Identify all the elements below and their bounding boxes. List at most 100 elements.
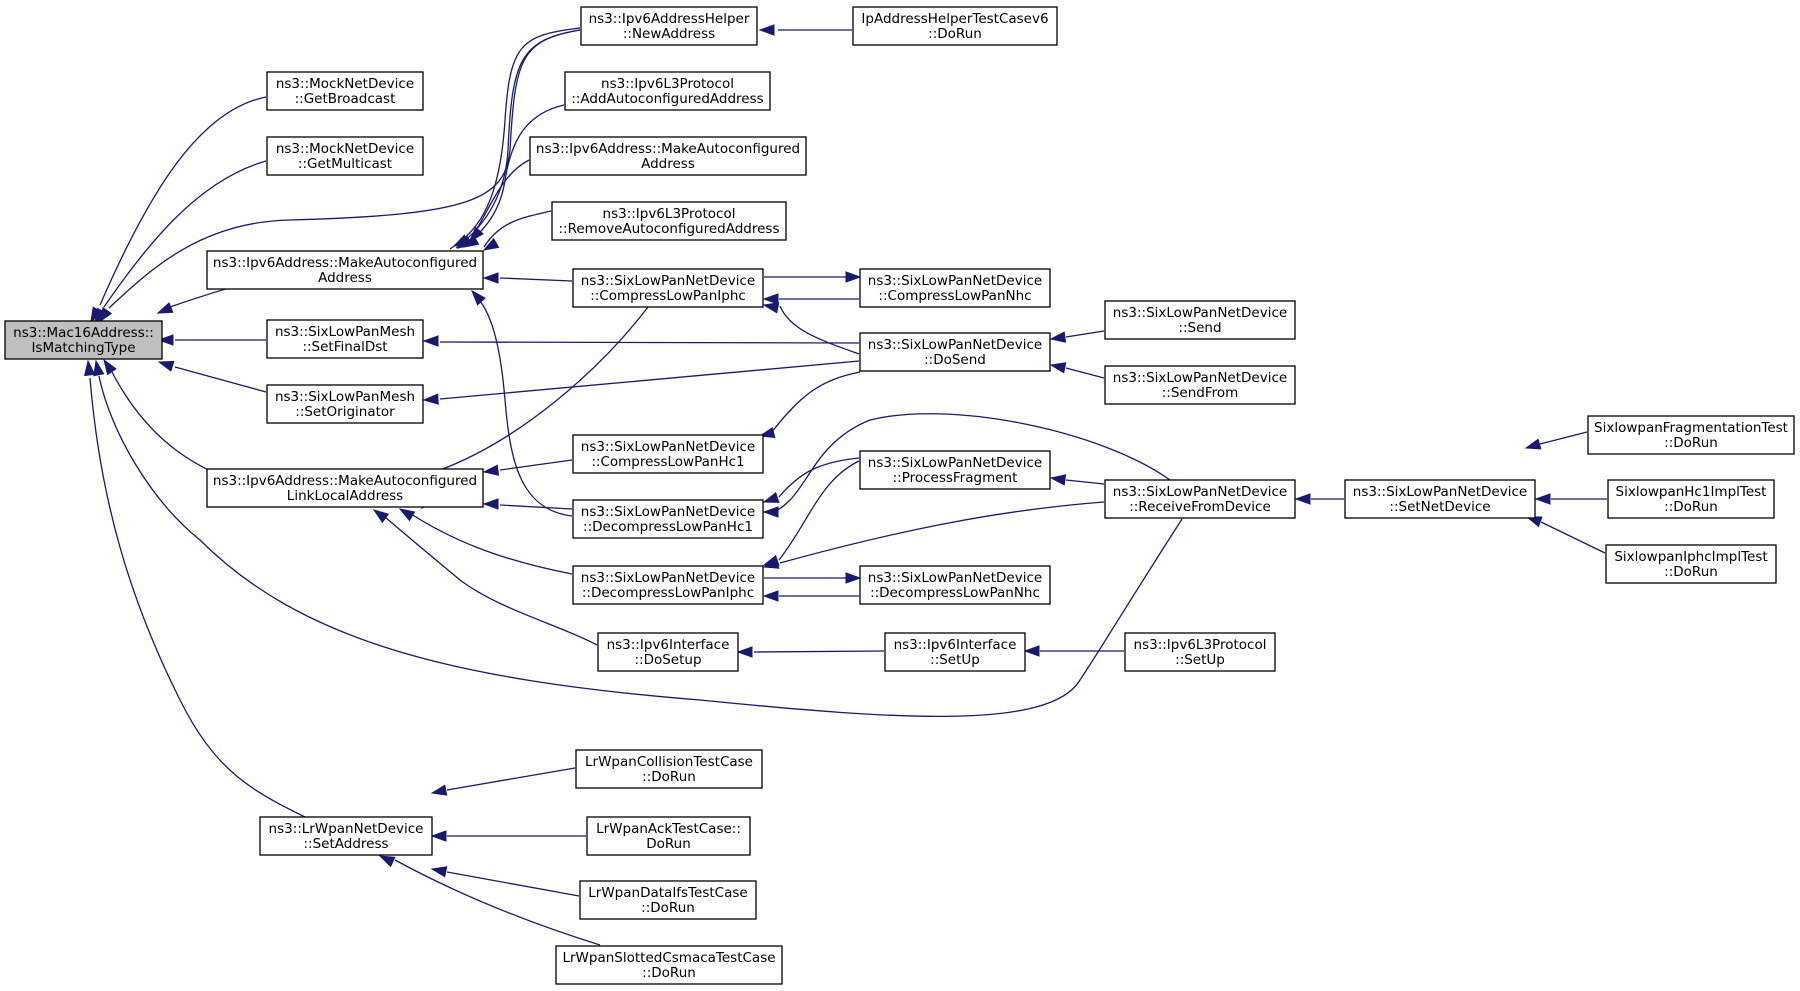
node-label: ns3::SixLowPanMesh bbox=[275, 324, 415, 340]
node-ifDoSetup[interactable]: ns3::Ipv6Interface::DoSetup bbox=[597, 632, 739, 672]
node-label: ::SetAddress bbox=[303, 836, 388, 852]
node-label: ::DecompressLowPanNhc bbox=[870, 585, 1040, 601]
node-makeAuto[interactable]: ns3::Ipv6Address::MakeAutoconfiguredAddr… bbox=[206, 250, 484, 290]
node-label: ns3::SixLowPanNetDevice bbox=[581, 504, 755, 520]
node-decNhc[interactable]: ns3::SixLowPanNetDevice::DecompressLowPa… bbox=[859, 565, 1051, 605]
edge-14 bbox=[482, 272, 573, 284]
edge-18 bbox=[762, 293, 859, 305]
edge-32 bbox=[762, 501, 1105, 569]
node-label: ::CompressLowPanNhc bbox=[878, 288, 1031, 304]
node-meshOrig[interactable]: ns3::SixLowPanMesh::SetOriginator bbox=[266, 384, 424, 424]
edge-12 bbox=[469, 159, 530, 243]
node-root[interactable]: ns3::Mac16Address::IsMatchingType bbox=[4, 320, 163, 360]
node-label: ::SetUp bbox=[930, 652, 980, 668]
node-label: LinkLocalAddress bbox=[287, 488, 403, 504]
node-meshFinal[interactable]: ns3::SixLowPanMesh::SetFinalDst bbox=[266, 319, 424, 359]
node-label: LrWpanSlottedCsmacaTestCase bbox=[562, 950, 775, 966]
node-label: Address bbox=[641, 156, 695, 172]
edge-27 bbox=[1534, 493, 1607, 505]
edge-5 bbox=[157, 360, 267, 393]
node-label: ::DoRun bbox=[641, 900, 695, 916]
node-compHc1[interactable]: ns3::SixLowPanNetDevice::CompressLowPanH… bbox=[572, 434, 764, 474]
node-helperNew[interactable]: ns3::Ipv6AddressHelper::NewAddress bbox=[580, 6, 758, 46]
edge-28 bbox=[1525, 516, 1606, 554]
node-hc1Test[interactable]: SixlowpanHc1ImplTest::DoRun bbox=[1607, 479, 1775, 519]
node-l3SetUp[interactable]: ns3::Ipv6L3Protocol::SetUp bbox=[1124, 632, 1276, 672]
edge-46 bbox=[378, 855, 601, 946]
node-label: ::DoRun bbox=[928, 26, 982, 42]
node-doSend[interactable]: ns3::SixLowPanNetDevice::DoSend bbox=[859, 332, 1051, 372]
edge-31 bbox=[762, 457, 860, 503]
node-lrColl[interactable]: LrWpanCollisionTestCase::DoRun bbox=[575, 749, 763, 789]
node-recvFrom[interactable]: ns3::SixLowPanNetDevice::ReceiveFromDevi… bbox=[1104, 479, 1296, 519]
node-label: ns3::SixLowPanNetDevice bbox=[581, 439, 755, 455]
node-label: ::AddAutoconfiguredAddress bbox=[571, 91, 763, 107]
node-lrCsma[interactable]: LrWpanSlottedCsmacaTestCase::DoRun bbox=[555, 945, 783, 985]
edge-11 bbox=[461, 104, 565, 248]
node-fragTest[interactable]: SixlowpanFragmentationTest::DoRun bbox=[1587, 415, 1795, 455]
edge-36 bbox=[482, 459, 573, 476]
node-mockBcast[interactable]: ns3::MockNetDevice::GetBroadcast bbox=[266, 71, 424, 111]
node-label: SixlowpanIphcImplTest bbox=[1614, 549, 1767, 565]
node-decIphc[interactable]: ns3::SixLowPanNetDevice::DecompressLowPa… bbox=[572, 565, 764, 605]
node-lrIfs[interactable]: LrWpanDataIfsTestCase::DoRun bbox=[579, 880, 757, 920]
node-l3AddAuto[interactable]: ns3::Ipv6L3Protocol::AddAutoconfiguredAd… bbox=[564, 71, 771, 111]
node-lrSetAddr[interactable]: ns3::LrWpanNetDevice::SetAddress bbox=[259, 816, 433, 856]
node-label: ns3::MockNetDevice bbox=[276, 141, 414, 157]
edge-35 bbox=[762, 590, 859, 602]
node-label: ::DoSetup bbox=[634, 652, 701, 668]
node-procFrag[interactable]: ns3::SixLowPanNetDevice::ProcessFragment bbox=[859, 450, 1051, 490]
node-label: ::GetBroadcast bbox=[295, 91, 396, 107]
node-label: Address bbox=[318, 270, 372, 286]
node-helperTest[interactable]: IpAddressHelperTestCasev6::DoRun bbox=[852, 6, 1058, 46]
node-label: ::NewAddress bbox=[623, 26, 715, 42]
node-lrAck[interactable]: LrWpanAckTestCase::DoRun bbox=[586, 816, 751, 856]
node-l3RemAuto[interactable]: ns3::Ipv6L3Protocol::RemoveAutoconfigure… bbox=[551, 201, 787, 241]
node-label: ns3::Ipv6Address::MakeAutoconfigured bbox=[536, 141, 800, 157]
node-makeLL[interactable]: ns3::Ipv6Address::MakeAutoconfiguredLink… bbox=[206, 468, 484, 508]
node-label: ns3::Ipv6Interface bbox=[607, 637, 730, 653]
node-label: ::CompressLowPanIphc bbox=[590, 288, 746, 304]
node-ifSetUp[interactable]: ns3::Ipv6Interface::SetUp bbox=[884, 632, 1026, 672]
edge-7 bbox=[93, 359, 1183, 718]
node-sendFrom[interactable]: ns3::SixLowPanNetDevice::SendFrom bbox=[1104, 365, 1296, 405]
node-label: IpAddressHelperTestCasev6 bbox=[861, 11, 1048, 27]
node-makeAuto2[interactable]: ns3::Ipv6Address::MakeAutoconfiguredAddr… bbox=[529, 136, 807, 176]
node-mockMcast[interactable]: ns3::MockNetDevice::GetMulticast bbox=[266, 136, 424, 176]
graph-nodes: ns3::Mac16Address::IsMatchingType ns3::Mo… bbox=[4, 6, 1795, 985]
node-compIphc[interactable]: ns3::SixLowPanNetDevice::CompressLowPanI… bbox=[572, 268, 764, 308]
node-label: ns3::SixLowPanNetDevice bbox=[868, 337, 1042, 353]
edge-37 bbox=[482, 498, 573, 510]
node-label: ns3::Ipv6Address::MakeAutoconfigured bbox=[213, 255, 477, 271]
edge-34 bbox=[764, 572, 862, 584]
node-setNetDev[interactable]: ns3::SixLowPanNetDevice::SetNetDevice bbox=[1344, 479, 1536, 519]
edge-15 bbox=[471, 289, 573, 517]
node-label: LrWpanCollisionTestCase bbox=[585, 754, 753, 770]
edge-22 bbox=[1049, 330, 1105, 343]
node-label: LrWpanDataIfsTestCase bbox=[588, 885, 747, 901]
node-label: ::ReceiveFromDevice bbox=[1129, 499, 1271, 515]
edge-20 bbox=[422, 335, 860, 347]
node-label: ::DecompressLowPanIphc bbox=[582, 585, 754, 601]
node-compNhc[interactable]: ns3::SixLowPanNetDevice::CompressLowPanN… bbox=[859, 268, 1051, 308]
node-label: ns3::SixLowPanNetDevice bbox=[581, 570, 755, 586]
node-label: LrWpanAckTestCase:: bbox=[596, 821, 741, 837]
node-send[interactable]: ns3::SixLowPanNetDevice::Send bbox=[1104, 300, 1296, 340]
node-label: ::CompressLowPanHc1 bbox=[591, 454, 744, 470]
node-label: ns3::SixLowPanNetDevice bbox=[1353, 484, 1527, 500]
node-label: ::GetMulticast bbox=[298, 156, 392, 172]
edge-23 bbox=[1049, 362, 1105, 379]
node-iphcTest[interactable]: SixlowpanIphcImplTest::DoRun bbox=[1605, 544, 1777, 584]
node-label: ::ProcessFragment bbox=[893, 470, 1018, 486]
edge-8 bbox=[84, 359, 306, 818]
node-label: ::DoRun bbox=[1664, 499, 1718, 515]
node-label: ns3::LrWpanNetDevice bbox=[269, 821, 424, 837]
node-label: ::DoRun bbox=[642, 769, 696, 785]
node-label: ns3::SixLowPanNetDevice bbox=[1113, 484, 1287, 500]
node-label: DoRun bbox=[646, 836, 691, 852]
node-decHc1[interactable]: ns3::SixLowPanNetDevice::DecompressLowPa… bbox=[572, 499, 764, 539]
node-label: ns3::Ipv6Interface bbox=[894, 637, 1017, 653]
node-label: ::SetNetDevice bbox=[1389, 499, 1490, 515]
node-label: ::DecompressLowPanHc1 bbox=[583, 519, 753, 535]
